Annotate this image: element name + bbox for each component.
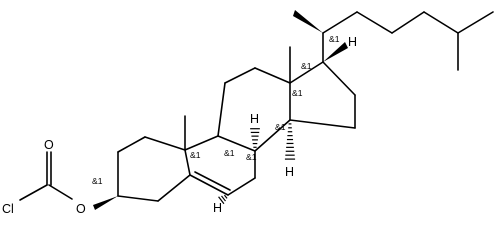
stereo-label-c3: &1 [92, 176, 103, 186]
hydrogen-c14-label: H [285, 165, 294, 179]
hashed-bond-c14-h [284, 123, 296, 160]
hash-line [221, 195, 226, 202]
wedge-bond-c17-h [323, 42, 348, 62]
stereo-label-c20: &1 [329, 34, 340, 44]
chemical-structure: Cl O O H H H H &1 &1 &1 &1 &1 &1 &1 &1 [2, 10, 494, 216]
stereo-label-c17: &1 [301, 61, 312, 71]
hydrogen-c9-label: H [213, 201, 222, 215]
stereo-label-c14: &1 [275, 122, 286, 132]
wedge-bond-c20-methyl [293, 10, 323, 33]
hydrogen-c8-label: H [250, 112, 259, 126]
wedge-bond-c3-oxygen [93, 196, 118, 210]
stereo-descriptors: &1 &1 &1 &1 &1 &1 &1 &1 [92, 34, 340, 186]
ester-oxygen-atom-label: O [76, 202, 86, 216]
stereo-label-c9: &1 [224, 148, 235, 158]
stereo-label-c8: &1 [246, 152, 257, 162]
hydrogen-c17-label: H [348, 35, 357, 49]
hash-line [223, 194, 228, 199]
stereo-bonds [93, 10, 348, 210]
hashed-bond-c8-h [250, 128, 260, 148]
chlorine-atom-label: Cl [2, 202, 14, 216]
hashed-bond-c9-h [218, 194, 228, 205]
carbonyl-oxygen-atom-label: O [44, 138, 54, 152]
stereo-label-c10: &1 [190, 150, 201, 160]
skeletal-bonds [19, 11, 494, 202]
stereo-label-c13: &1 [292, 88, 303, 98]
atom-labels: Cl O O H H H H [2, 35, 357, 216]
hash-line [218, 196, 225, 205]
